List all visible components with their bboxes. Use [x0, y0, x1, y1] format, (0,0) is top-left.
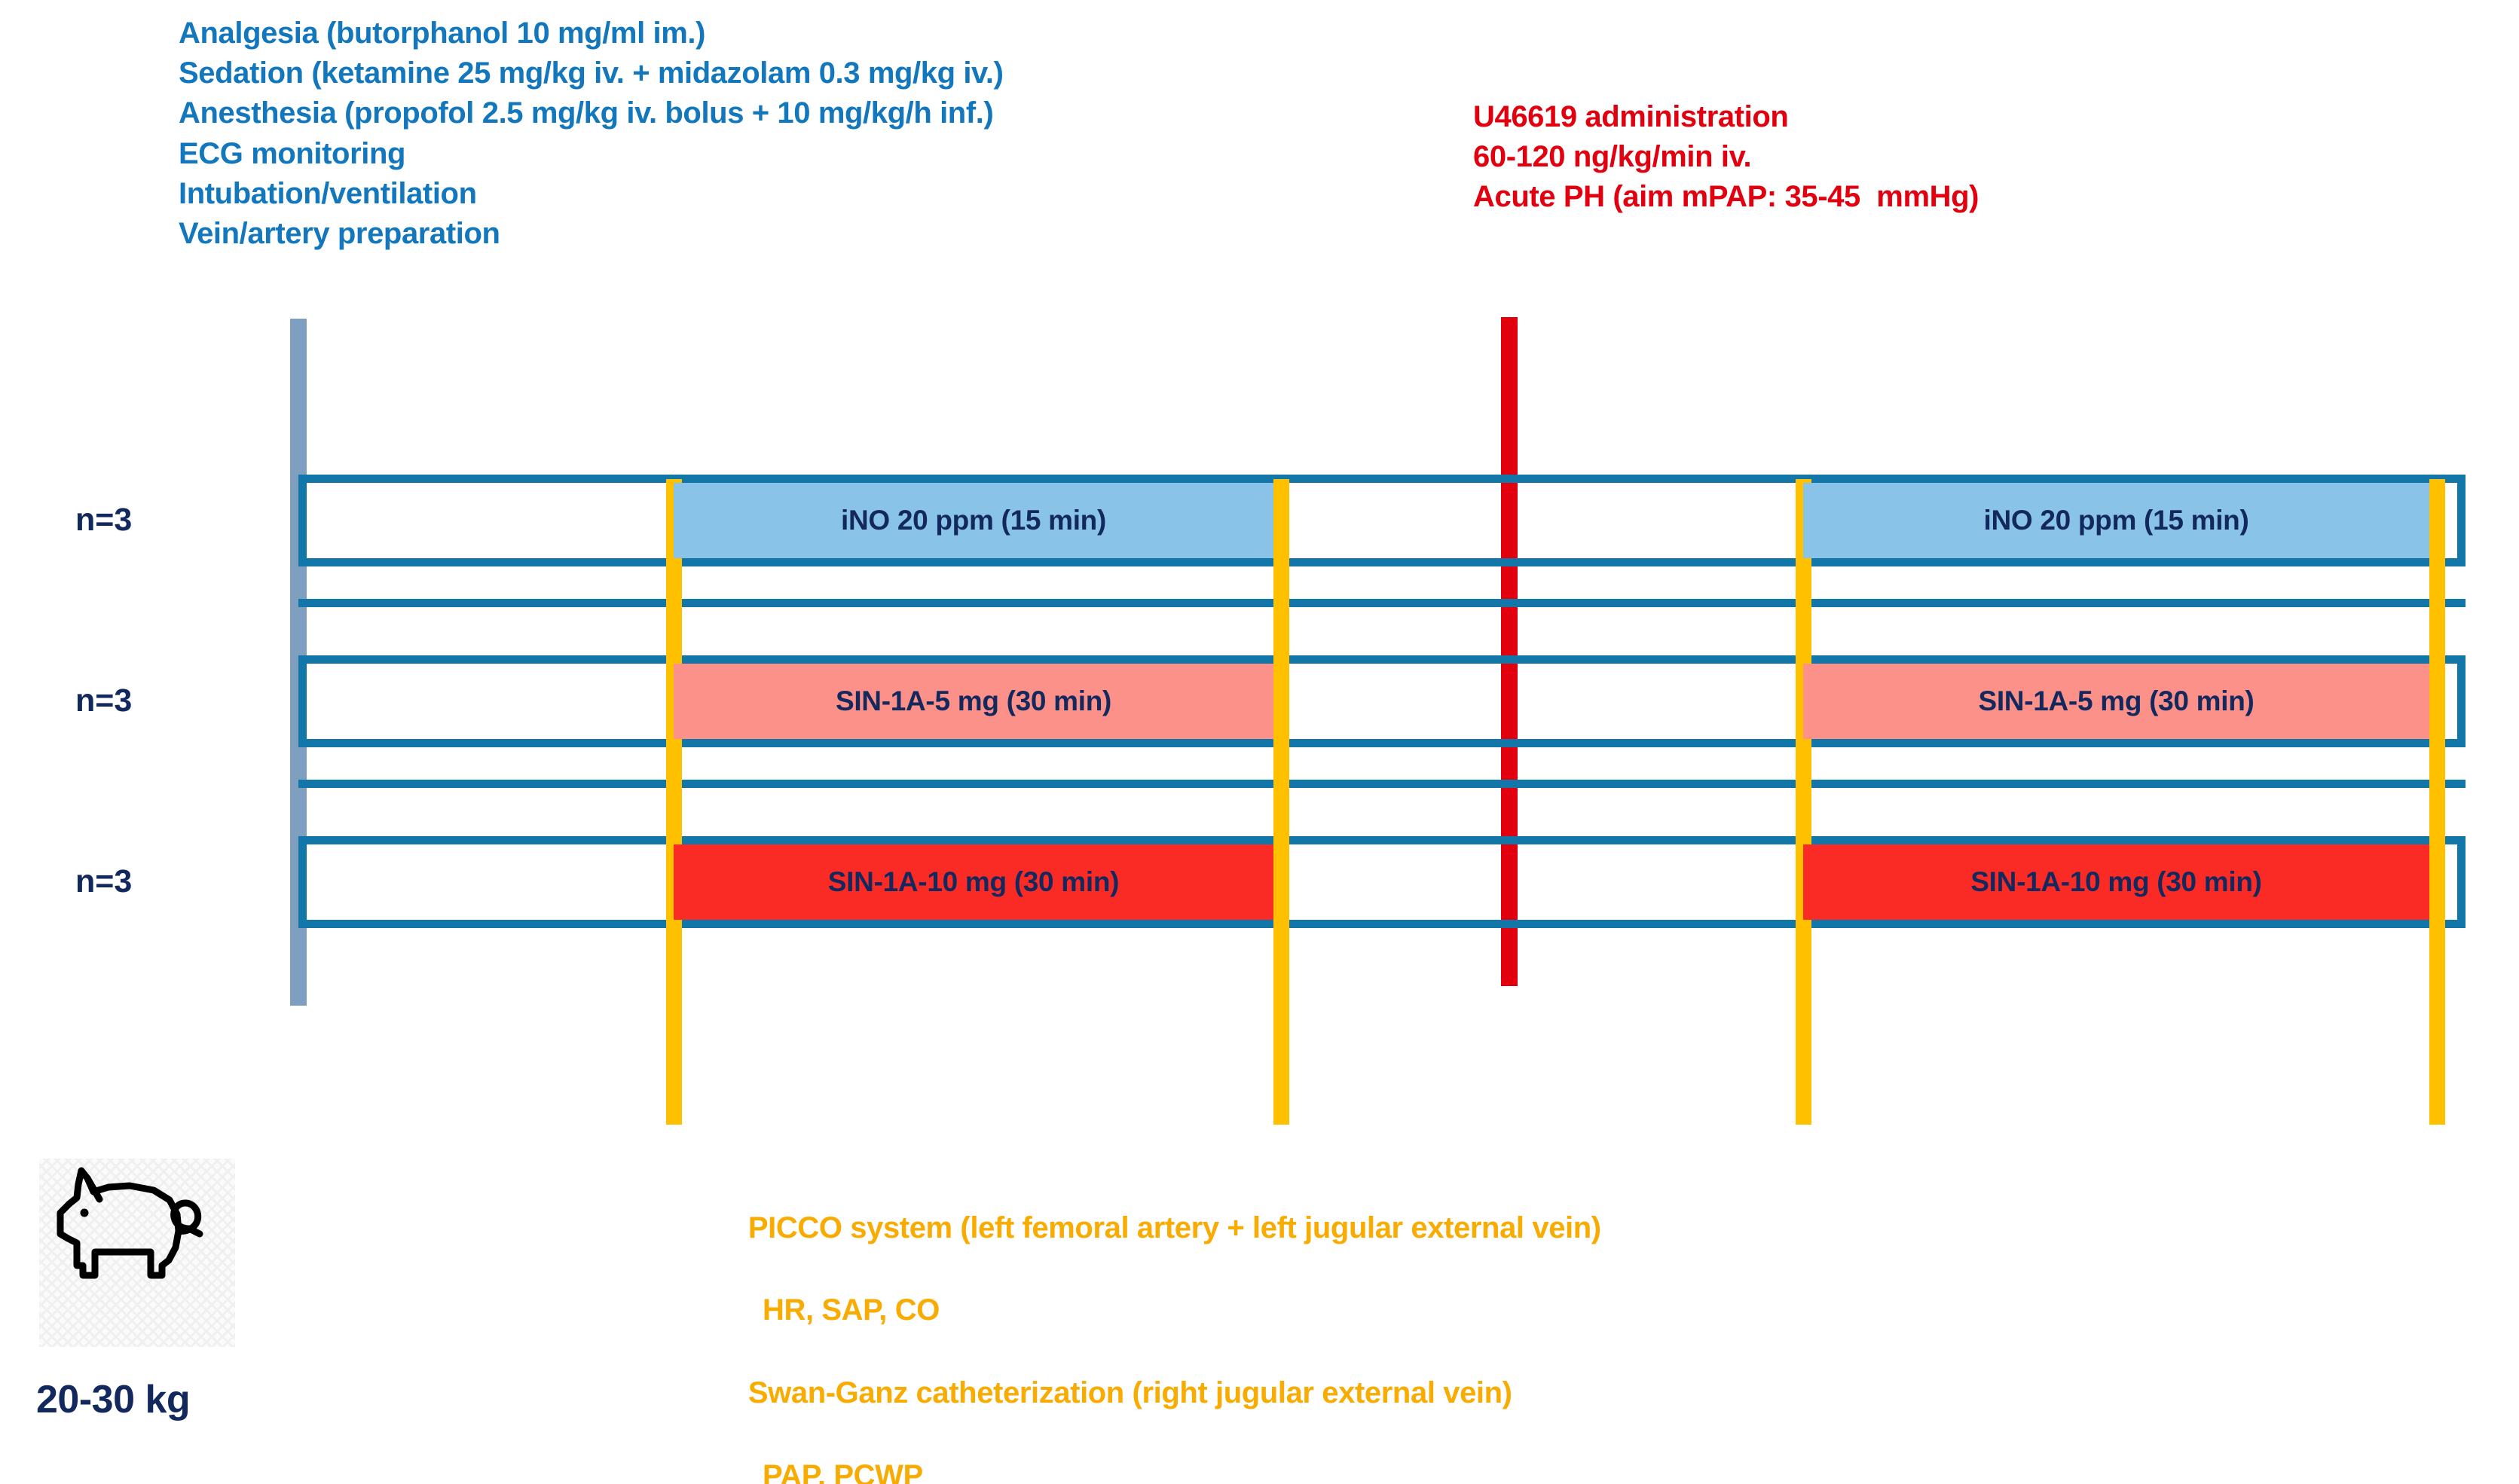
preparation-protocol-text: Analgesia (butorphanol 10 mg/ml im.) Sed…	[179, 17, 1004, 250]
group-size-label-sin1a10: n=3	[75, 863, 133, 899]
study-arm-row-sin1a5	[298, 655, 2466, 747]
monitoring-picco-line: PICCO system (left femoral artery + left…	[747, 1211, 1601, 1244]
pig-icon	[39, 1159, 235, 1347]
measurement-timepoint-line-3	[1796, 479, 1811, 1125]
monitoring-swanganz-line: Swan-Ganz catheterization (right jugular…	[747, 1376, 1512, 1409]
measurement-timepoint-line-4	[2429, 479, 2445, 1125]
monitoring-legend: PICCO system (left femoral artery + left…	[716, 1166, 1601, 1484]
treatment-bar-ino-post-u46619: iNO 20 ppm (15 min)	[1803, 483, 2429, 558]
group-size-label-sin1a5: n=3	[75, 682, 133, 719]
treatment-bar-sin1a10-baseline: SIN-1A-10 mg (30 min)	[674, 844, 1273, 920]
measurement-timepoint-line-2	[1273, 479, 1289, 1125]
animal-weight-label: 20-30 kg	[36, 1378, 191, 1421]
arm-divider-line-1	[298, 599, 2466, 607]
u46619-challenge-text: U46619 administration 60-120 ng/kg/min i…	[1473, 100, 1979, 214]
treatment-bar-sin1a5-baseline: SIN-1A-5 mg (30 min)	[674, 664, 1273, 739]
u46619-timepoint-line	[1501, 317, 1518, 986]
treatment-bar-sin1a5-post-u46619: SIN-1A-5 mg (30 min)	[1803, 664, 2429, 739]
arm-divider-line-2	[298, 780, 2466, 788]
group-size-label-ino: n=3	[75, 502, 133, 538]
monitoring-picco-params: HR, SAP, CO	[763, 1293, 940, 1327]
treatment-bar-ino-baseline: iNO 20 ppm (15 min)	[674, 483, 1273, 558]
study-arm-row-ino	[298, 475, 2466, 566]
monitoring-swanganz-params: PAP, PCWP	[763, 1458, 923, 1484]
study-arm-row-sin1a10	[298, 836, 2466, 928]
measurement-timepoint-line-1	[666, 479, 682, 1125]
treatment-bar-sin1a10-post-u46619: SIN-1A-10 mg (30 min)	[1803, 844, 2429, 920]
